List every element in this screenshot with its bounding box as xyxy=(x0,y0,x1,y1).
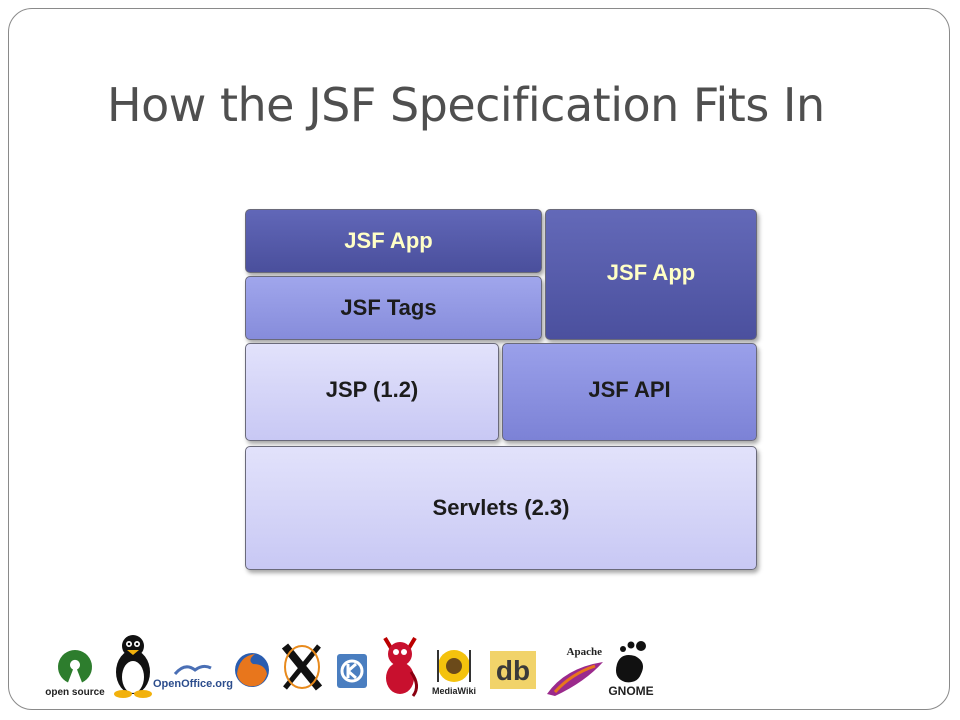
opensource-text: open source xyxy=(45,687,105,698)
bsd-daemon-logo xyxy=(376,630,424,698)
openoffice-logo: OpenOffice.org xyxy=(153,646,233,690)
block-label: JSP (1.2) xyxy=(325,377,419,402)
gnome-logo: GNOME xyxy=(606,632,656,698)
apache-text: Apache xyxy=(566,646,602,658)
block-jsf-tags: JSF Tags xyxy=(245,276,542,340)
mediawiki-sunflower-icon xyxy=(437,650,471,682)
block-label: JSF API xyxy=(588,377,671,402)
mediawiki-logo: MediaWiki xyxy=(430,638,478,696)
svg-text:db: db xyxy=(496,655,530,686)
block-jsf-app-left: JSF App xyxy=(245,209,542,273)
block-label: Servlets (2.3) xyxy=(432,495,570,520)
apache-logo: Apache xyxy=(544,636,606,698)
gnome-foot-icon xyxy=(616,641,646,683)
gnome-text: GNOME xyxy=(608,684,654,698)
block-label: JSF App xyxy=(344,228,433,253)
x-window-icon xyxy=(281,643,323,691)
mediawiki-text: MediaWiki xyxy=(432,686,476,696)
slide-title: How the JSF Specification Fits In xyxy=(107,78,825,132)
linux-tux-logo xyxy=(110,630,156,698)
opensource-logo: open source xyxy=(45,636,105,698)
openoffice-gull-icon xyxy=(173,664,212,675)
block-jsf-app-right: JSF App xyxy=(545,209,757,340)
db-logo: db xyxy=(488,644,538,690)
block-servlets: Servlets (2.3) xyxy=(245,446,757,570)
block-jsp: JSP (1.2) xyxy=(245,343,499,441)
block-label: JSF Tags xyxy=(340,295,437,320)
xorg-logo xyxy=(280,640,324,692)
bsd-daemon-icon xyxy=(383,636,418,697)
block-jsf-api: JSF API xyxy=(502,343,757,441)
kde-gear-icon xyxy=(337,654,367,688)
logo-strip: open source OpenOffice.org xyxy=(40,628,680,702)
apache-feather-icon xyxy=(547,662,603,696)
tux-penguin-icon xyxy=(114,635,152,698)
kde-logo xyxy=(334,646,370,690)
db-icon: db xyxy=(490,651,536,689)
block-label: JSF App xyxy=(606,259,696,285)
firefox-logo xyxy=(232,642,272,690)
firefox-globe-icon xyxy=(235,653,269,687)
opensource-keyhole-icon xyxy=(57,650,93,683)
openoffice-text: OpenOffice.org xyxy=(152,678,234,690)
